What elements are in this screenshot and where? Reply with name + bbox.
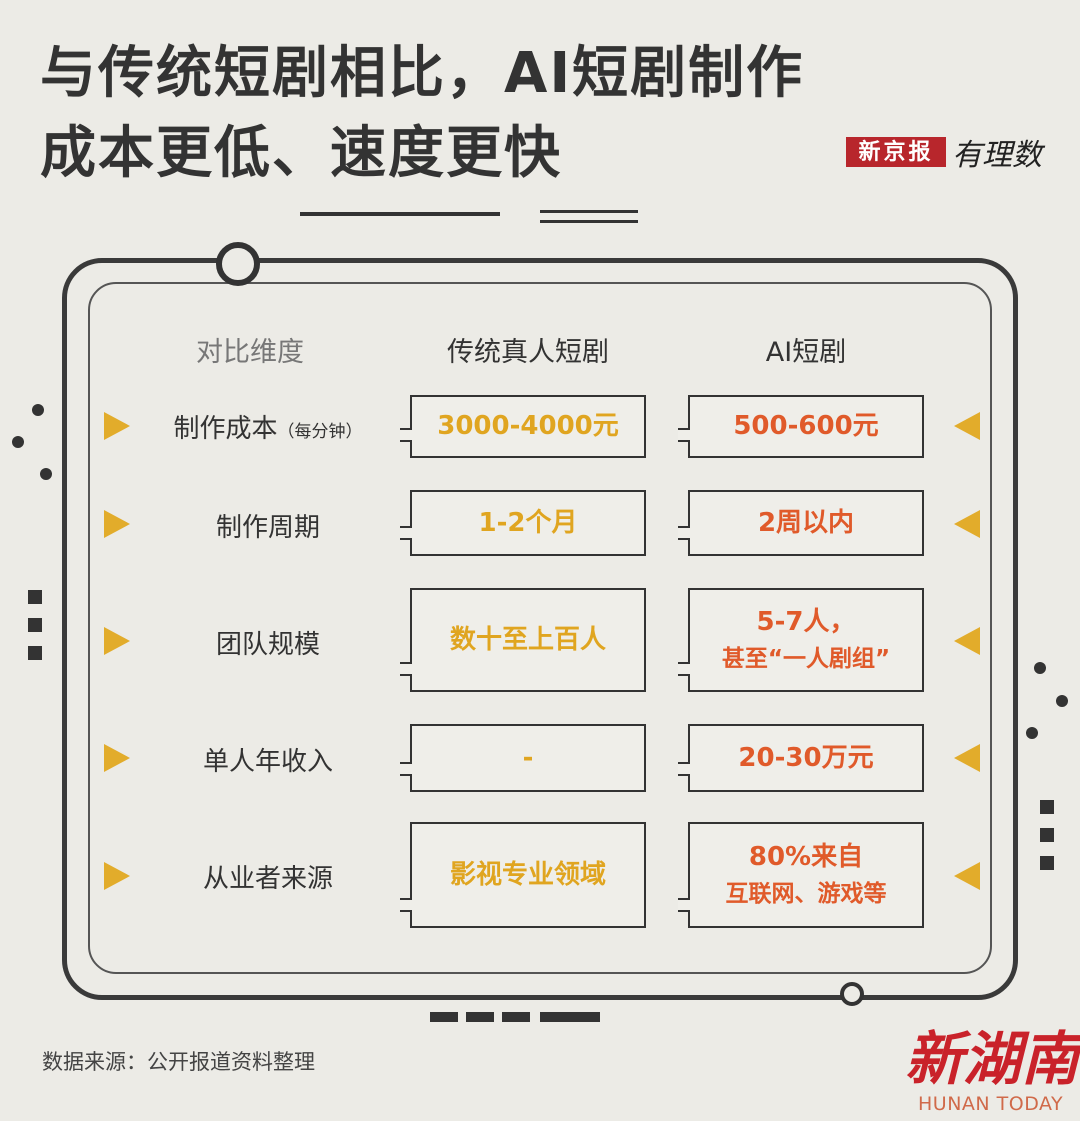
row-label-text: 制作成本 — [173, 414, 278, 444]
deco-line — [300, 212, 500, 216]
deco-dot — [32, 404, 44, 416]
row-label: 团队规模 — [215, 630, 320, 660]
title-line-2: 成本更低、速度更快 — [40, 121, 562, 186]
ai-cell: 20-30万元 — [678, 724, 924, 792]
deco-dot — [1034, 662, 1046, 674]
deco-circle — [216, 242, 260, 286]
cell-text-2: 甚至“一人剧组” — [721, 646, 891, 673]
arrow-left-icon — [954, 412, 980, 440]
ai-cell: 2周以内 — [678, 490, 924, 556]
deco-dot — [1026, 727, 1038, 739]
header-dimension: 对比维度 — [196, 337, 304, 368]
traditional-cell: 1-2个月 — [400, 490, 646, 556]
inner-frame — [88, 282, 992, 974]
row-label: 从业者来源 — [202, 864, 333, 894]
cell-text: 影视专业领域 — [449, 859, 606, 890]
deco-square — [28, 646, 42, 660]
xinjingbao-logo: 新京报 — [846, 137, 946, 167]
deco-dot — [12, 436, 24, 448]
hunan-today-en: HUNAN TODAY — [918, 1093, 1064, 1115]
cell-text: 数十至上百人 — [449, 624, 606, 655]
ai-cell: 80%来自互联网、游戏等 — [678, 822, 924, 928]
row-label: 单人年收入 — [202, 747, 333, 777]
row-label: 制作成本（每分钟） — [130, 408, 406, 445]
traditional-cell: - — [400, 724, 646, 792]
deco-square — [1040, 800, 1054, 814]
cell-text: 3000-4000元 — [437, 411, 619, 441]
deco-dot — [40, 468, 52, 480]
traditional-cell: 数十至上百人 — [400, 588, 646, 692]
outer-frame — [62, 258, 1018, 1000]
arrow-left-icon — [954, 510, 980, 538]
deco-square — [28, 590, 42, 604]
arrow-left-icon — [954, 627, 980, 655]
arrow-left-icon — [954, 744, 980, 772]
deco-bar — [540, 1012, 600, 1022]
header-ai: AI短剧 — [765, 337, 847, 368]
cell-text: 2周以内 — [757, 507, 855, 538]
traditional-cell: 影视专业领域 — [400, 822, 646, 928]
cell-text: 5-7人， — [756, 607, 856, 638]
cell-text-2: 互联网、游戏等 — [725, 881, 887, 908]
data-source: 数据来源：公开报道资料整理 — [42, 1050, 315, 1074]
arrow-right-icon — [104, 412, 130, 440]
cell-text: 80%来自 — [748, 842, 864, 873]
deco-bar — [502, 1012, 530, 1022]
ai-cell: 500-600元 — [678, 395, 924, 458]
deco-circle — [840, 982, 864, 1006]
cell-text: 500-600元 — [733, 411, 879, 441]
cell-text: 1-2个月 — [478, 507, 578, 538]
deco-bar — [430, 1012, 458, 1022]
row-label: 制作周期 — [215, 513, 320, 543]
arrow-left-icon — [954, 862, 980, 890]
deco-dot — [1056, 695, 1068, 707]
ai-cell: 5-7人， 甚至“一人剧组” — [678, 588, 924, 692]
arrow-right-icon — [104, 510, 130, 538]
deco-square — [1040, 856, 1054, 870]
row-label-sub: （每分钟） — [277, 422, 363, 442]
hunan-today-logo: 新湖南 — [905, 1025, 1080, 1093]
deco-square — [1040, 828, 1054, 842]
youlishu-logo: 有理数 — [952, 138, 1042, 173]
deco-bar — [466, 1012, 494, 1022]
cell-text: 20-30万元 — [738, 742, 874, 773]
arrow-right-icon — [104, 627, 130, 655]
deco-line — [540, 210, 638, 213]
header-traditional: 传统真人短剧 — [447, 337, 609, 368]
deco-line — [540, 220, 638, 223]
arrow-right-icon — [104, 862, 130, 890]
deco-square — [28, 618, 42, 632]
traditional-cell: 3000-4000元 — [400, 395, 646, 458]
cell-text: - — [522, 742, 534, 773]
title-line-1: 与传统短剧相比，AI短剧制作 — [40, 41, 805, 106]
arrow-right-icon — [104, 744, 130, 772]
